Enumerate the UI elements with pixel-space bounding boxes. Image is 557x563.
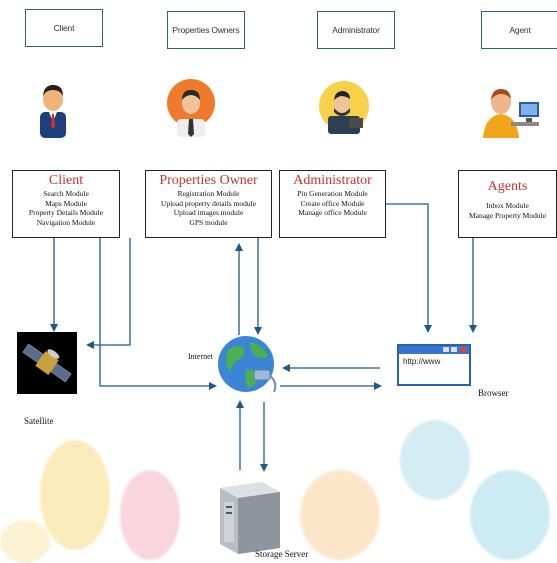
module-item: Navigation Module [36, 217, 96, 227]
close-icon [460, 347, 466, 352]
browser-window-icon: http://www [397, 344, 471, 386]
role-box-agent: Agent [481, 11, 557, 49]
module-item: Search Module [43, 189, 89, 198]
module-box-agents: Agents Inbox Module Manage Property Modu… [458, 170, 557, 238]
role-box-client: Client [25, 9, 103, 47]
role-box-properties-owners: Properties Owners [167, 11, 245, 49]
module-item: Property Details Module [28, 208, 104, 218]
arrow-owner-to-satellite [86, 238, 131, 349]
role-label-administrator: Administrator [332, 25, 380, 35]
arrow-admin-to-browser [386, 203, 432, 333]
browser-titlebar [399, 346, 469, 354]
client-avatar-icon [40, 85, 66, 138]
browser-url: http://www [403, 357, 441, 366]
administrator-avatar-icon [319, 81, 369, 134]
minimize-icon [443, 347, 449, 352]
satellite-icon [17, 332, 77, 394]
module-box-properties-owner: Properties Owner Registration Module Upl… [145, 170, 272, 238]
background-blob [120, 470, 180, 560]
module-item: Upload property details module [160, 198, 257, 208]
storage-server-label: Storage Server [255, 549, 309, 559]
module-list-administrator: Pin Generation Module Create office Modu… [280, 189, 385, 218]
module-title-properties-owner: Properties Owner [159, 173, 258, 188]
internet-globe-icon [218, 336, 277, 393]
module-item: Upload images module [173, 208, 244, 218]
background-blob [300, 470, 380, 560]
background-blob [470, 470, 550, 560]
module-list-agents: Inbox Module Manage Property Module [459, 201, 556, 220]
role-label-agent: Agent [509, 25, 531, 35]
module-item: GPS module [189, 217, 228, 227]
module-item: Registration Module [177, 189, 240, 198]
module-item: Manage office Module [298, 208, 367, 218]
internet-label: Internet [188, 352, 213, 361]
module-item: Maps Module [45, 198, 87, 208]
agent-avatar-icon [483, 89, 539, 138]
arrow-client-to-internet [99, 238, 217, 390]
module-item: Manage Property Module [468, 210, 547, 220]
background-blob [400, 420, 470, 500]
storage-server-icon [220, 482, 280, 554]
maximize-icon [451, 347, 457, 352]
owner-avatar-icon [167, 79, 215, 137]
module-box-client: Client Search Module Maps Module Propert… [12, 170, 120, 238]
module-item: Create office Module [300, 198, 365, 208]
module-title-agents: Agents [487, 179, 528, 194]
module-box-administrator: Administrator Pin Generation Module Crea… [279, 170, 386, 238]
role-label-client: Client [53, 23, 75, 33]
role-box-administrator: Administrator [317, 11, 395, 49]
background-blob [0, 520, 50, 563]
module-list-properties-owner: Registration Module Upload property deta… [146, 189, 271, 227]
background-blob [40, 440, 110, 550]
module-title-administrator: Administrator [293, 173, 372, 188]
module-title-client: Client [48, 173, 84, 188]
satellite-label: Satellite [24, 416, 54, 426]
module-item: Pin Generation Module [297, 189, 368, 198]
browser-label: Browser [478, 388, 509, 398]
module-list-client: Search Module Maps Module Property Detai… [13, 189, 119, 227]
role-label-properties-owners: Properties Owners [172, 25, 240, 35]
module-item: Inbox Module [486, 201, 529, 210]
